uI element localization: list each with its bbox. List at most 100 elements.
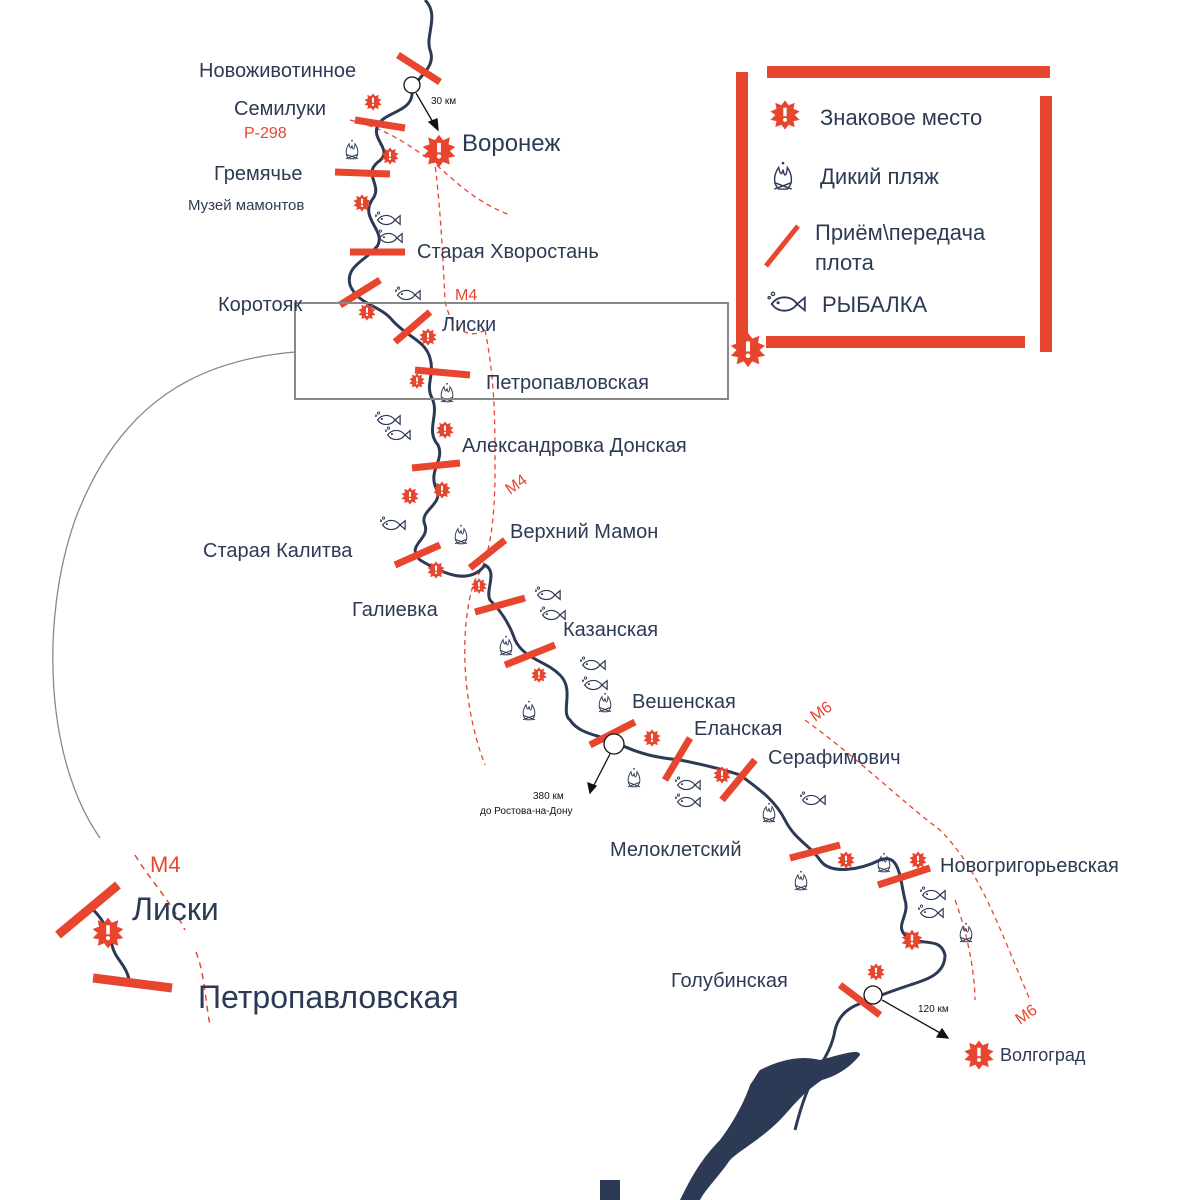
wild-beach-icon: [773, 161, 793, 190]
fish-icon: [535, 586, 561, 601]
fish-icon: [395, 286, 421, 301]
legend-landmark-label: Знаковое место: [820, 105, 982, 130]
fish-icon: [582, 676, 608, 691]
town-label-veshenskaya: Вешенская: [632, 691, 736, 713]
wild-beach-icon: [794, 870, 808, 891]
raft-transfer-icon: [55, 881, 121, 939]
raft-points: [334, 52, 932, 1018]
raft-transfer-icon: [837, 982, 883, 1018]
raft-transfer-icon: [876, 864, 932, 889]
town-label-liski: Лиски: [442, 314, 496, 336]
raft-transfer-icon: [338, 277, 382, 308]
raft-transfer-icon: [354, 116, 406, 132]
town-label-petropavlovskaya: Петропавловская: [486, 372, 649, 394]
town-label-serafimovich: Серафимович: [768, 747, 901, 769]
wild-beach-icon: [762, 802, 776, 823]
wild-beach-icon: [598, 692, 612, 713]
wild-beach-icon: [345, 139, 359, 160]
distance-rostov-to: до Ростова-на-Дону: [480, 806, 572, 817]
fish-icon: [580, 656, 606, 671]
fish-icon: [675, 793, 701, 808]
landmark-icon: [909, 851, 927, 869]
distance-voronezh: 30 км: [431, 96, 456, 107]
fish-icon: [800, 791, 826, 806]
distance-volgograd: 120 км: [918, 1004, 949, 1015]
wild-beach-icon: [454, 524, 468, 545]
landmark-icon: [471, 578, 487, 594]
distance-labels: 30 км 380 км до Ростова-на-Дону 120 км: [431, 96, 949, 1015]
raft-transfer-icon: [396, 52, 442, 85]
landmark-icon: [770, 100, 800, 130]
road-label-m6-a: М6: [808, 699, 836, 726]
town-label-meloklestky: Мелоклетский: [610, 839, 742, 861]
raft-transfer-icon: [392, 309, 433, 345]
wild-beach-icon: [877, 852, 891, 873]
junction-veshenskaya: [603, 733, 625, 755]
raft-transfer-icon: [92, 973, 173, 993]
town-label-voronezh: Воронеж: [462, 130, 560, 157]
raft-transfer-icon: [414, 366, 471, 379]
town-label-verkhny-mamon: Верхний Мамон: [510, 521, 658, 543]
town-label-elanskaya: Еланская: [694, 718, 782, 740]
junction-novozhivotinnoe: [403, 76, 421, 94]
inset-highlight-frame: [294, 302, 729, 400]
raft-transfer-icon: [719, 757, 758, 803]
town-label-korotoyak: Коротояк: [218, 294, 302, 316]
town-label-kazanskaya: Казанская: [563, 619, 658, 641]
fish-icon: [920, 886, 946, 901]
town-label-volgograd: Волгоград: [1000, 1045, 1086, 1065]
fish-icon: [375, 411, 401, 426]
town-label-staraya-kalitva: Старая Калитва: [203, 540, 353, 562]
landmark-icon: [531, 667, 547, 683]
town-label-semiluki: Семилуки: [234, 98, 326, 120]
inset-liski-label: Лиски: [132, 891, 219, 927]
wild-beach-icon: [627, 767, 641, 788]
landmark-icon: [643, 729, 661, 747]
raft-transfer-icon: [474, 594, 526, 616]
raft-transfer-icon: [393, 541, 442, 569]
landmark-icon: [422, 134, 456, 168]
legend: Знаковое место Дикий пляж Приём\передача…: [730, 66, 1052, 368]
inset-petropavlovskaya-label: Петропавловская: [198, 979, 459, 1015]
raft-transfer-icon: [661, 736, 694, 782]
town-label-staraya-khvorostan: Старая Хворостань: [417, 241, 599, 263]
raft-transfer-icon: [467, 537, 508, 571]
legend-beach-label: Дикий пляж: [820, 164, 939, 189]
road-label-m4-b: М4: [503, 472, 531, 499]
fish-icon: [380, 516, 406, 531]
inset-connector: [52, 351, 296, 839]
town-label-galievka: Галиевка: [352, 599, 439, 621]
wild-beach-icon: [499, 635, 513, 656]
raft-transfer-icon: [764, 224, 800, 268]
road-label-m4-a: М4: [455, 287, 477, 304]
landmark-icon: [837, 851, 855, 869]
landmark-icon: [409, 373, 425, 389]
town-label-gremyachye: Гремячье: [214, 163, 303, 185]
town-labels: Новоживотинное Семилуки Воронеж Гремячье…: [188, 60, 1119, 1065]
town-label-golubinskaya: Голубинская: [671, 970, 788, 992]
inset-road-label: М4: [150, 852, 181, 877]
road-label-r298: Р-298: [244, 125, 287, 142]
distance-rostov-km: 380 км: [533, 791, 564, 802]
river-don: [347, 0, 947, 1200]
fish-icon: [918, 904, 944, 919]
road-label-m6-b: М6: [1013, 1002, 1041, 1029]
landmark-icon: [92, 917, 124, 949]
distance-arrows: [415, 92, 950, 1039]
town-label-aleksandrovka: Александровка Донская: [462, 435, 687, 457]
junction-golubinskaya: [863, 985, 883, 1005]
town-label-novogrigorievskaya: Новогригорьевская: [940, 855, 1119, 877]
landmark-icon: [867, 963, 885, 981]
raft-transfer-icon: [503, 641, 557, 669]
fish-icon: [377, 229, 403, 244]
fish-icon: [540, 606, 566, 621]
legend-raft-label-1: Приём\передача: [815, 220, 986, 245]
junctions: [403, 76, 883, 1005]
fish-icon: [375, 211, 401, 226]
landmark-icon: [436, 421, 454, 439]
raft-transfer-icon: [411, 459, 461, 472]
landmark-icon: [401, 487, 419, 505]
wild-beach-icon: [522, 700, 536, 721]
fish-icon: [675, 776, 701, 791]
